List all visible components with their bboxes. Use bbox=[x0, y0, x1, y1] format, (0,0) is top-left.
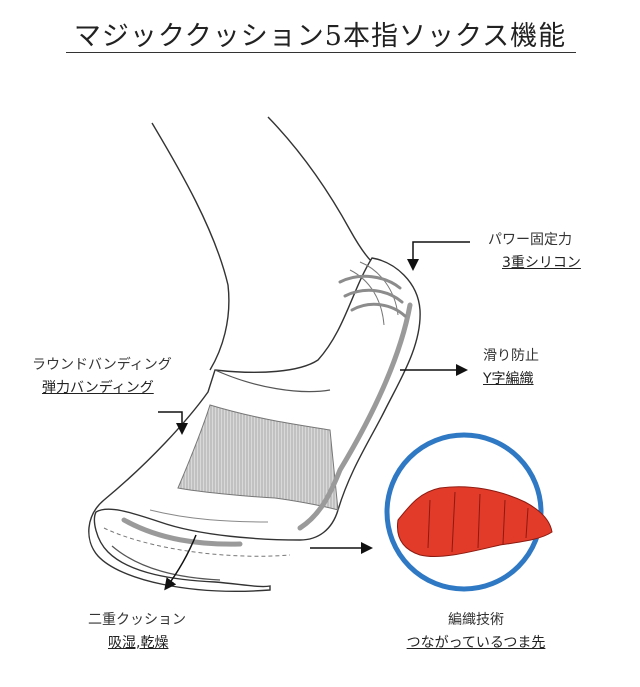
callout-banding: ラウンドバンディング 弾力バンディング bbox=[32, 357, 172, 397]
arrow-power bbox=[407, 241, 470, 271]
page-title: マジッククッション5本指ソックス機能 bbox=[73, 21, 567, 52]
callout-antislip-line2: Y字編織 bbox=[483, 370, 534, 387]
callout-banding-line1: ラウンドバンディング bbox=[32, 357, 172, 373]
callout-power-line2: 3重シリコン bbox=[502, 254, 581, 271]
callout-antislip-line1: 滑り防止 bbox=[483, 348, 539, 364]
callout-power-line1: パワー固定力 bbox=[488, 232, 572, 248]
sock-body bbox=[88, 257, 421, 592]
silicone-strips bbox=[121, 302, 413, 547]
callout-knit-line2: つながっているつま先 bbox=[406, 634, 546, 651]
callout-cushion: 二重クッション 吸湿,乾燥 bbox=[88, 612, 186, 652]
callout-cushion-line2: 吸湿,乾燥 bbox=[108, 634, 169, 651]
callout-power: パワー固定力 3重シリコン bbox=[488, 232, 581, 272]
callout-antislip: 滑り防止 Y字編織 bbox=[483, 348, 539, 388]
callout-knit: 編織技術 つながっているつま先 bbox=[386, 612, 566, 652]
arrow-banding bbox=[158, 411, 188, 435]
callout-arrows bbox=[158, 241, 470, 591]
callout-cushion-line1: 二重クッション bbox=[88, 612, 186, 628]
arrow-cushion bbox=[164, 534, 197, 591]
callout-knit-line1: 編織技術 bbox=[448, 612, 504, 628]
title-underline bbox=[66, 52, 576, 53]
heel-grip-lines bbox=[338, 274, 407, 318]
leg-outline bbox=[151, 116, 373, 371]
toe-inset bbox=[384, 432, 553, 592]
callout-banding-line2: 弾力バンディング bbox=[42, 379, 154, 396]
